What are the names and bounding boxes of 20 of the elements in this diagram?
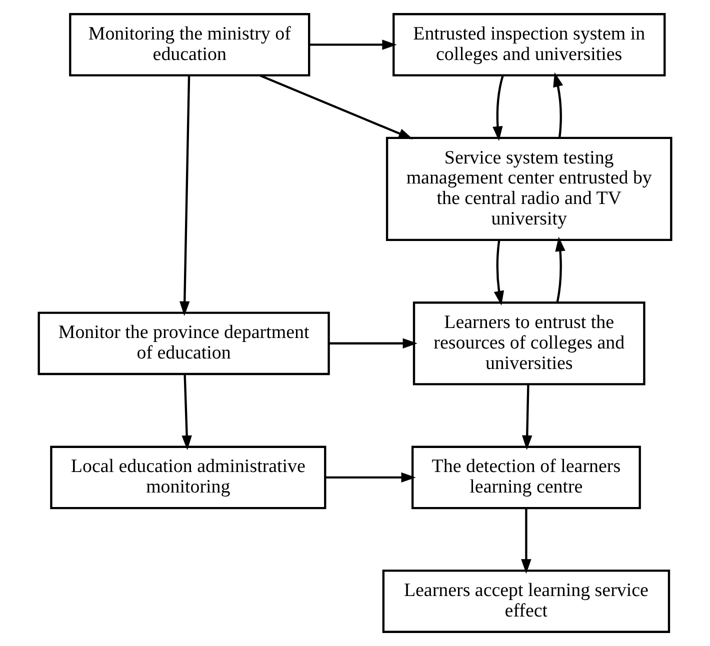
arrow [553,72,564,138]
arrow [521,508,532,574]
arrow [180,76,190,316]
arrow [310,40,397,50]
arrow [494,240,504,306]
arrow [329,338,418,348]
node-box: Learners to entrust the resources of colleges and universities [412,302,646,386]
node-box: Monitoring the ministry of education [69,13,310,76]
node-box: Local education administrative monitoring [50,446,326,510]
arrow [522,384,532,450]
arrow [325,472,416,483]
arrow [555,236,566,302]
arrow [492,75,504,141]
arrow [260,74,414,140]
node-box: The detection of learners learning centre [411,446,641,510]
node-box: Entrusted inspection system in colleges and universities [392,13,666,76]
node-box: Service system testing management center entrusted by the central radio and TV university [386,136,672,242]
arrow [182,374,192,450]
node-box: Monitor the province department of education [38,312,330,376]
node-box: Learners accept learning service effect [382,570,670,633]
